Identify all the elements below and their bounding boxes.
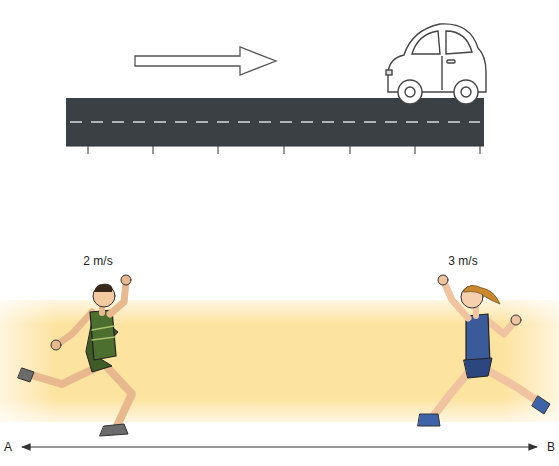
male-runner <box>18 275 132 436</box>
car <box>386 24 486 104</box>
point-label: B <box>547 441 555 454</box>
road <box>66 98 484 154</box>
female-runner <box>418 275 550 426</box>
track-band <box>0 300 559 422</box>
speed-label: 2 m/s <box>83 255 112 268</box>
direction-arrow <box>135 47 276 75</box>
point-label: A <box>4 441 12 454</box>
distance-arrow <box>22 446 537 447</box>
speed-label: 3 m/s <box>448 255 477 268</box>
